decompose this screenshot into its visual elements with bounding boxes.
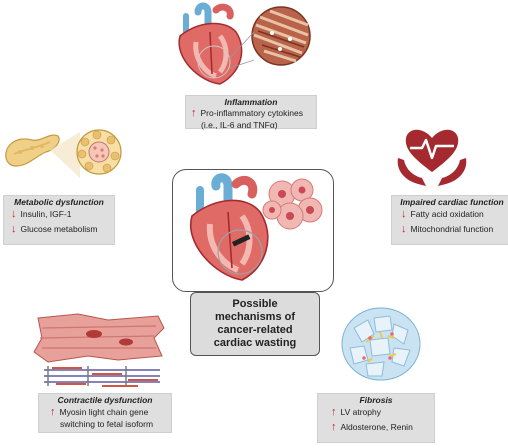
fibrosis-title: Fibrosis bbox=[359, 395, 393, 405]
metabolic-title: Metabolic dysfunction bbox=[14, 197, 104, 207]
impaired-box: Impaired cardiac function ↓ Fatty acid o… bbox=[391, 195, 508, 245]
down-arrow-icon: ↓ bbox=[401, 208, 407, 221]
fibrosis-box: Fibrosis ↑ LV atrophy ↑ Aldosterone, Ren… bbox=[317, 393, 435, 443]
metabolic-item: ↓ Glucose metabolism bbox=[11, 222, 98, 235]
fibrosis-item: ↑ LV atrophy bbox=[331, 406, 381, 419]
impaired-title: Impaired cardiac function bbox=[400, 197, 504, 207]
inflammation-box: Inflammation ↑ Pro-inflammatory cytokine… bbox=[185, 95, 317, 130]
down-arrow-icon: ↓ bbox=[11, 222, 17, 235]
down-arrow-icon: ↓ bbox=[401, 222, 407, 235]
contractile-text-2: switching to fetal isoform bbox=[60, 418, 154, 429]
up-arrow-icon: ↑ bbox=[331, 420, 337, 433]
cancer-cells-icon bbox=[262, 178, 323, 230]
fibrosis-item: ↑ Aldosterone, Renin bbox=[331, 420, 413, 433]
metabolic-box: Metabolic dysfunction ↓ Insulin, IGF-1 ↓… bbox=[3, 195, 115, 245]
up-arrow-icon: ↑ bbox=[50, 406, 56, 419]
center-line: cancer-related bbox=[217, 324, 293, 336]
metabolic-item: ↓ Insulin, IGF-1 bbox=[11, 208, 72, 221]
inflammation-title: Inflammation bbox=[224, 97, 278, 107]
up-arrow-icon: ↑ bbox=[191, 107, 197, 120]
center-line: Possible bbox=[232, 298, 278, 310]
heart-anatomy-icon bbox=[178, 2, 243, 85]
zoom-wedge bbox=[50, 132, 80, 178]
heart-anatomy-icon bbox=[189, 173, 269, 281]
cardiomyocyte-icon bbox=[33, 313, 165, 363]
connector-line bbox=[227, 31, 255, 69]
center-label: Possible mechanisms of cancer-related ca… bbox=[190, 292, 320, 356]
heart-in-hands-icon bbox=[397, 129, 467, 186]
fibrosis-tissue-icon bbox=[341, 307, 421, 381]
center-line: mechanisms of bbox=[214, 311, 296, 323]
impaired-item: ↓ Fatty acid oxidation bbox=[401, 208, 484, 221]
pancreas-icon bbox=[5, 134, 60, 167]
center-line: cardiac wasting bbox=[213, 337, 297, 349]
inflammation-text-1: Pro-inflammatory cytokines bbox=[200, 108, 304, 119]
up-arrow-icon: ↑ bbox=[331, 406, 337, 419]
muscle-fiber-icon bbox=[251, 6, 311, 66]
contractile-title: Contractile dysfunction bbox=[57, 395, 153, 405]
contractile-text-1: Myosin light chain gene bbox=[59, 407, 149, 418]
inflammation-text-2: (i.e., IL-6 and TNFα) bbox=[201, 119, 278, 130]
down-arrow-icon: ↓ bbox=[11, 208, 17, 221]
sarcomere-icon bbox=[44, 366, 160, 387]
impaired-item: ↓ Mitochondrial function bbox=[401, 222, 494, 235]
cell-cluster-icon bbox=[76, 129, 122, 175]
contractile-box: Contractile dysfunction ↑ Myosin light c… bbox=[38, 393, 172, 433]
